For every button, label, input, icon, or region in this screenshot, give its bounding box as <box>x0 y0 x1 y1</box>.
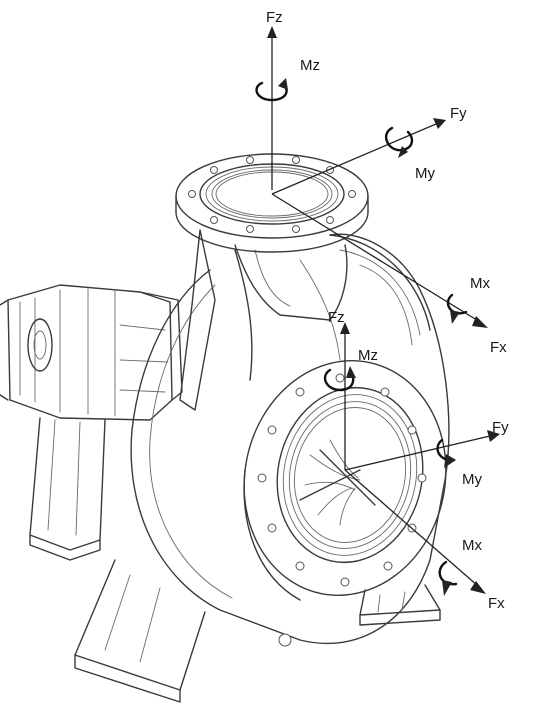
suction-flange <box>243 360 447 601</box>
discharge-fy-label: Fy <box>450 105 467 122</box>
volute-casing <box>130 233 450 645</box>
suction-fz-arrowhead <box>340 322 350 334</box>
discharge-load-axes <box>255 26 488 328</box>
suction-mz-moment-arrow <box>323 368 355 392</box>
suction-mz-label: Mz <box>358 347 378 364</box>
suction-fz-label: Fz <box>328 309 345 326</box>
discharge-mx-moment-arrow <box>446 293 468 315</box>
suction-my-label: My <box>462 471 482 488</box>
suction-fx-arrowhead <box>470 581 486 594</box>
bearing-foot <box>29 417 106 561</box>
discharge-fy-arrowhead <box>433 118 446 129</box>
suction-load-axes <box>323 322 500 596</box>
discharge-fz-arrowhead <box>267 26 277 38</box>
discharge-fx-arrowhead <box>472 316 488 328</box>
discharge-my-label: My <box>415 165 435 182</box>
discharge-mx-label: Mx <box>470 275 490 292</box>
discharge-fx-label: Fx <box>490 339 507 356</box>
discharge-fz-label: Fz <box>266 9 283 26</box>
suction-mx-label: Mx <box>462 537 482 554</box>
impeller <box>299 439 376 526</box>
suction-fy-arrowhead <box>487 430 500 442</box>
discharge-mz-label: Mz <box>300 57 320 74</box>
suction-fy-label: Fy <box>492 419 509 436</box>
bearing-housing <box>0 284 183 421</box>
suction-mx-moment-arrow <box>438 560 458 586</box>
suction-fx-label: Fx <box>488 595 505 612</box>
discharge-neck <box>179 229 348 411</box>
casing-pedestal <box>74 559 441 703</box>
